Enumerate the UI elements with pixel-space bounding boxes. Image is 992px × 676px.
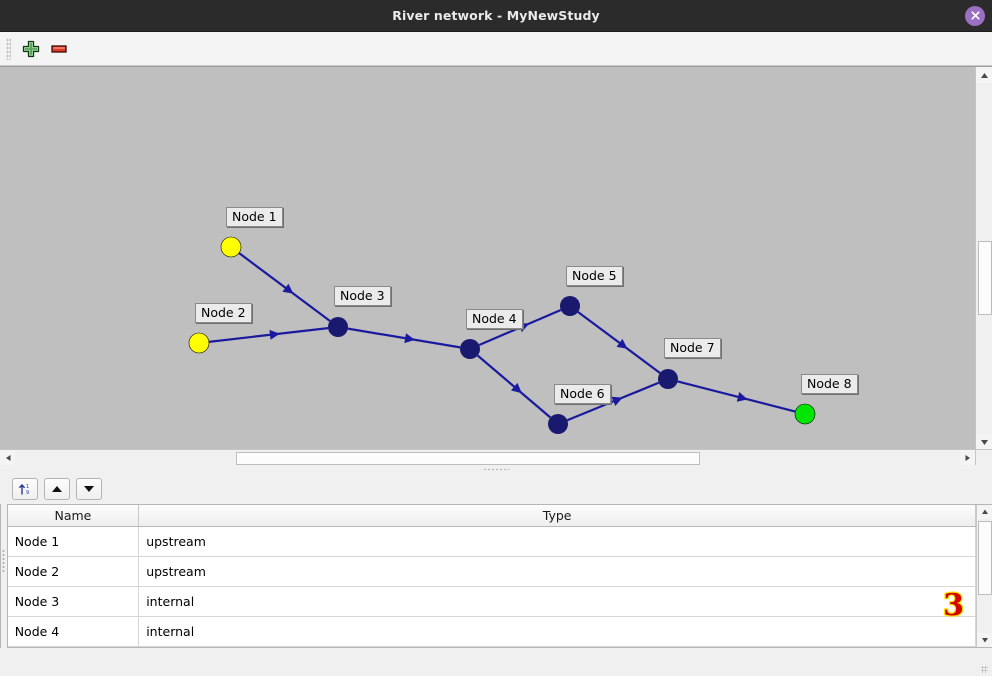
graph-node-node-8[interactable] — [794, 403, 816, 425]
edge-Node1-to-Node3[interactable] — [238, 252, 331, 322]
nodes-table-scrollbar[interactable] — [976, 505, 992, 647]
svg-text:9: 9 — [26, 490, 29, 496]
toolbar-grip[interactable] — [6, 37, 11, 60]
node-label-node-3[interactable]: Node 3 — [334, 286, 391, 306]
edge-Node4-to-Node6[interactable] — [476, 354, 552, 419]
nodes-move-down-button[interactable] — [75, 478, 102, 500]
nodes-sort-button[interactable]: 1 9 — [11, 478, 38, 500]
sort-icon: 1 9 — [18, 484, 29, 496]
arrowhead-icon — [404, 333, 415, 344]
scroll-up-arrow-icon[interactable] — [976, 67, 992, 83]
scroll-left-arrow-icon[interactable] — [0, 450, 15, 465]
svg-text:1: 1 — [26, 484, 29, 490]
graph-node-node-2[interactable] — [188, 332, 210, 354]
arrowhead-icon — [510, 382, 522, 394]
column-header-type[interactable]: Type — [138, 505, 977, 527]
column-header-name[interactable]: Name — [7, 505, 140, 527]
canvas-vscroll-thumb[interactable] — [978, 241, 992, 315]
nodes-toolbar: 1 9 — [7, 474, 992, 504]
arrowhead-icon — [736, 392, 748, 402]
arrowhead-icon — [611, 396, 623, 406]
node-label-node-5[interactable]: Node 5 — [566, 266, 623, 286]
nodes-scroll-down-icon[interactable] — [977, 633, 992, 647]
table-cell-empty[interactable] — [7, 646, 140, 647]
graph-node-node-7[interactable] — [658, 369, 678, 389]
network-diagram[interactable]: Node 1 Node 2 Node 3 Node 4 Node 5 Node 6 Node… — [0, 67, 975, 450]
vertical-splitter[interactable] — [0, 474, 7, 648]
canvas-hscroll-thumb[interactable] — [236, 452, 700, 465]
remove-node-button[interactable] — [45, 36, 73, 62]
table-cell[interactable]: Node 2 — [7, 556, 140, 587]
edge-Node6-to-Node7[interactable] — [566, 381, 660, 422]
close-icon[interactable] — [965, 5, 985, 26]
table-cell[interactable]: upstream — [138, 556, 977, 587]
node-label-node-7[interactable]: Node 7 — [664, 338, 721, 358]
scrollbar-corner — [975, 449, 992, 465]
graph-node-node-6[interactable] — [548, 414, 568, 434]
canvas-horizontal-scrollbar[interactable] — [0, 449, 975, 465]
graph-node-node-3[interactable] — [328, 317, 348, 337]
table-cell[interactable]: internal — [138, 586, 977, 617]
plus-icon — [22, 40, 40, 57]
vertical-splitter-grip — [2, 549, 6, 573]
scroll-down-arrow-icon[interactable] — [976, 434, 992, 450]
annotation-marker-3: 3 — [942, 587, 965, 625]
resize-grip[interactable] — [981, 666, 988, 673]
canvas-vertical-scrollbar[interactable] — [975, 67, 992, 450]
arrowhead-icon — [269, 329, 280, 340]
table-cell[interactable]: Node 1 — [7, 526, 140, 557]
arrowhead-icon — [616, 338, 628, 349]
table-cell[interactable]: Node 3 — [7, 586, 140, 617]
table-cell[interactable]: internal — [138, 616, 977, 647]
title-bar: River network - MyNewStudy — [0, 0, 992, 32]
nodes-scroll-up-icon[interactable] — [977, 505, 992, 519]
node-label-node-6[interactable]: Node 6 — [554, 384, 611, 404]
table-row-empty[interactable] — [7, 646, 977, 647]
add-node-button[interactable] — [17, 36, 45, 62]
edge-Node5-to-Node7[interactable] — [577, 311, 661, 374]
node-label-node-1[interactable]: Node 1 — [226, 207, 283, 227]
window-title: River network - MyNewStudy — [392, 8, 600, 23]
main-toolbar — [0, 32, 992, 66]
nodes-move-up-button[interactable] — [43, 478, 70, 500]
edge-Node3-to-Node4[interactable] — [347, 327, 461, 349]
graph-node-node-4[interactable] — [460, 339, 480, 359]
arrow-down-icon — [83, 486, 94, 492]
edge-Node7-to-Node8[interactable] — [677, 380, 796, 413]
node-label-node-8[interactable]: Node 8 — [801, 374, 858, 394]
graph-node-node-5[interactable] — [560, 296, 580, 316]
scroll-right-arrow-icon[interactable] — [960, 450, 975, 465]
arrowhead-icon — [282, 283, 294, 294]
horizontal-splitter[interactable] — [0, 465, 992, 474]
node-label-node-4[interactable]: Node 4 — [466, 309, 523, 329]
status-bar — [0, 648, 992, 676]
network-canvas-panel: Node 1 Node 2 Node 3 Node 4 Node 5 Node 6 Node… — [0, 66, 992, 465]
splitter-grip — [483, 468, 509, 471]
table-cell[interactable]: Node 4 — [7, 616, 140, 647]
node-label-node-2[interactable]: Node 2 — [195, 303, 252, 323]
arrow-up-icon — [51, 486, 62, 492]
table-cell-empty[interactable] — [138, 646, 977, 647]
table-cell[interactable]: upstream — [138, 526, 977, 557]
edge-Node2-to-Node3[interactable] — [208, 327, 329, 343]
network-graph-svg — [188, 236, 816, 434]
bottom-panels: 1 9 NameNode1Node2Node 1 -> N — [0, 474, 992, 648]
nodes-scroll-thumb[interactable] — [978, 521, 992, 595]
graph-node-node-1[interactable] — [220, 236, 242, 258]
minus-icon — [51, 44, 67, 53]
